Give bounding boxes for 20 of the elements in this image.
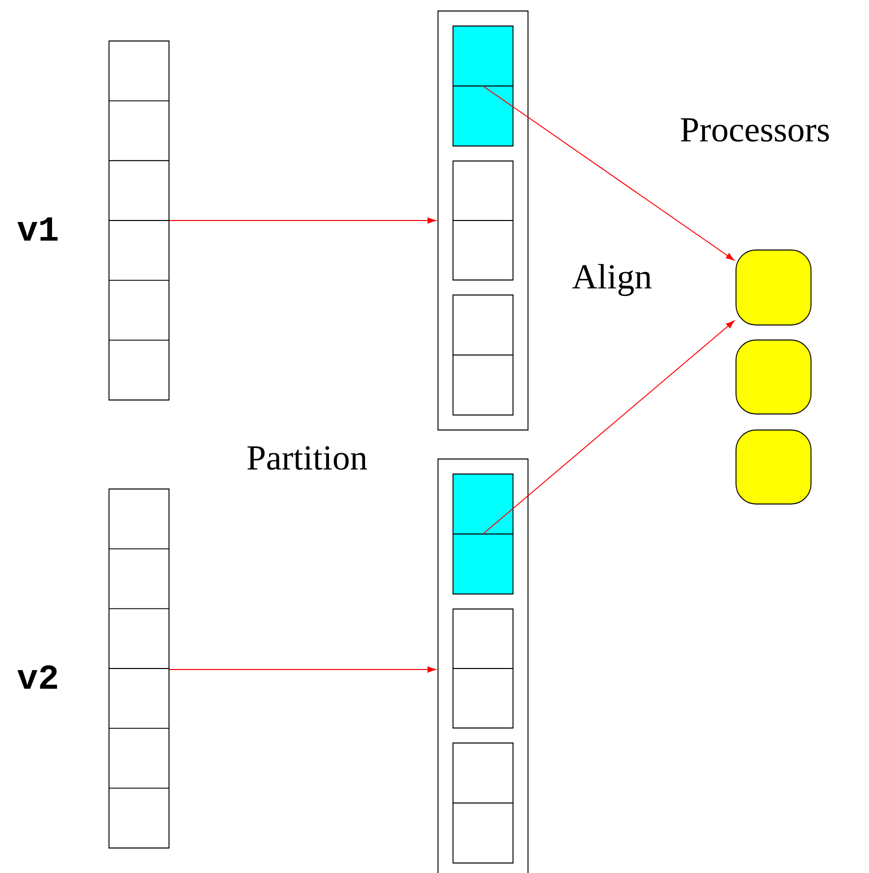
array-drawing — [108, 488, 170, 848]
block-drawing — [452, 608, 514, 728]
label-text: v1 — [17, 217, 58, 241]
block-drawing — [452, 742, 514, 864]
array-drawing — [108, 40, 170, 400]
block-drawing — [452, 294, 514, 416]
arrow — [482, 86, 734, 260]
label-text: v2 — [17, 665, 58, 689]
label-text: Align — [572, 264, 652, 296]
processor-box — [736, 340, 812, 414]
block-drawing — [452, 26, 514, 146]
block-drawing — [452, 474, 514, 594]
processor-box — [736, 250, 812, 326]
arrow — [482, 320, 734, 534]
block-drawing — [452, 160, 514, 280]
label-text: Partition — [248, 446, 368, 470]
processor-box — [736, 430, 812, 504]
label-text: Processors — [680, 118, 829, 142]
arrow — [169, 217, 436, 224]
arrow — [169, 666, 436, 673]
